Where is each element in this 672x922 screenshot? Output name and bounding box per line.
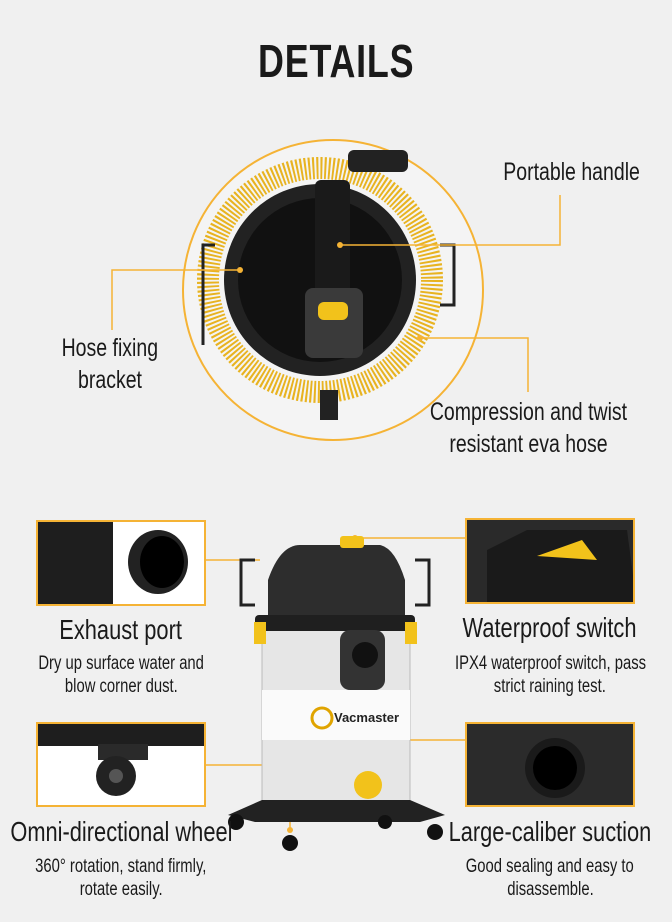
exhaust-port-photo	[36, 520, 206, 606]
hose-nozzle	[348, 150, 408, 172]
hose-coil	[197, 157, 443, 403]
svg-text:Vacmaster: Vacmaster	[334, 710, 399, 725]
suction-port-photo	[465, 722, 635, 807]
feature-title-suction: Large-caliber suction	[448, 816, 652, 847]
label-portable-handle: Portable handle	[503, 158, 641, 186]
caster-base	[228, 800, 445, 822]
feature-title-exhaust: Exhaust port	[59, 614, 183, 645]
switch-panel	[305, 288, 363, 358]
page-title: DETAILS	[257, 35, 415, 87]
handle	[315, 180, 350, 300]
feature-desc-wheel: 360° rotation, stand firmly,rotate easil…	[35, 856, 207, 900]
feature-title-switch: Waterproof switch	[463, 612, 637, 643]
wheel-photo	[36, 722, 206, 807]
motor-head	[268, 545, 405, 628]
brand-logo	[310, 706, 334, 730]
drain-cap	[354, 771, 382, 799]
waterproof-switch-photo	[465, 518, 635, 604]
feature-title-wheel: Omni-directional wheel	[9, 816, 233, 847]
